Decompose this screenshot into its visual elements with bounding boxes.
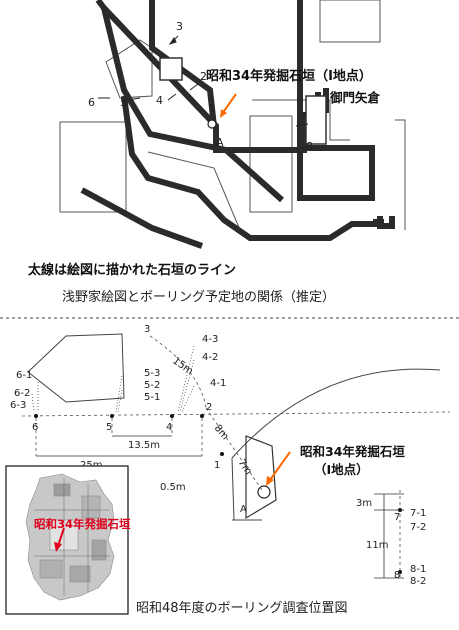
- bottom-leaders: [31, 345, 195, 413]
- top-label-7: 7: [300, 110, 307, 123]
- top-accent-arrow: [220, 93, 237, 118]
- top-label-5: 5: [120, 96, 127, 109]
- top-wall-lower: [121, 95, 384, 241]
- lbl-3: 3: [144, 324, 150, 335]
- bottom-point-A-circle: [257, 485, 271, 499]
- lbl-6: 6: [32, 422, 38, 433]
- top-caption-line2: 浅野家絵図とボーリング予定地の関係（推定）: [62, 289, 335, 305]
- bottom-outline-wall-left: [231, 457, 235, 521]
- lbl-7-1: 7-1: [410, 508, 426, 519]
- top-caption-line1: 太線は絵図に描かれた石垣のライン: [27, 262, 236, 278]
- arrow-7: [295, 123, 309, 127]
- dist-11m: 11m: [366, 540, 388, 551]
- top-label-6: 6: [88, 96, 95, 109]
- lbl-6-1: 6-1: [16, 370, 32, 381]
- lbl-4: 4: [166, 422, 172, 433]
- top-outline-rect-topright: [319, 0, 381, 43]
- inset-map: 昭和34年発掘石垣: [5, 465, 131, 615]
- lbl-7-2: 7-2: [410, 522, 426, 533]
- bottom-accent-arrow: [266, 451, 291, 486]
- pt-1: [220, 452, 224, 456]
- pt-6: [34, 414, 38, 418]
- top-outline-line-mid: [252, 99, 350, 141]
- top-label-4: 4: [156, 94, 163, 107]
- inset-plan-lines: [34, 478, 110, 596]
- bottom-outlines: [27, 333, 441, 521]
- inset-castle-plan: [25, 473, 115, 601]
- pt-5: [110, 414, 114, 418]
- arrow-3-head: [168, 37, 177, 45]
- lbl-8: 8: [394, 570, 400, 581]
- lbl-5: 5: [106, 422, 112, 433]
- dash-baseline: [21, 411, 451, 417]
- dash-curve-3-2: [149, 335, 207, 409]
- dist-13.5m: 13.5m: [128, 440, 160, 451]
- top-diagram: 3 2 1 4 5 6 7 8 A 昭和34年発掘石垣（Ⅰ地点） 御門矢倉 太線…: [27, 0, 406, 305]
- arrow-5: [127, 97, 141, 101]
- bottom-annotation-line2: （Ⅰ地点）: [314, 462, 369, 477]
- lbl-1: 1: [214, 460, 220, 471]
- top-outline-line-lower: [147, 151, 241, 231]
- lbl-5-3: 5-3: [144, 368, 160, 379]
- lbl-6-2: 6-2: [14, 388, 30, 399]
- pt-8: [398, 570, 402, 574]
- inset-red-arrow: [54, 527, 65, 552]
- top-outline-rect-left: [59, 121, 127, 213]
- top-arrows: [98, 35, 309, 151]
- top-point-labels: 3 2 1 4 5 6 7 8 A: [88, 20, 313, 153]
- lbl-8-1: 8-1: [410, 564, 426, 575]
- top-wall-upper: [95, 0, 375, 201]
- lbl-7: 7: [394, 512, 400, 523]
- arrow-4: [167, 93, 177, 101]
- top-outline-rect-mid: [249, 115, 293, 213]
- top-label-3: 3: [176, 20, 183, 33]
- lbl-4-2: 4-2: [202, 352, 218, 363]
- bottom-outline-arc: [231, 368, 441, 459]
- top-outline-line-right: [395, 119, 406, 230]
- top-label-2: 2: [200, 70, 207, 83]
- bottom-dashed-lines: [21, 335, 451, 580]
- lbl-2: 2: [206, 402, 212, 413]
- pt-7: [398, 508, 402, 512]
- lbl-8-2: 8-2: [410, 576, 426, 587]
- top-label-1: 1: [208, 102, 215, 115]
- pt-4: [170, 414, 174, 418]
- bottom-annotation-line1: 昭和34年発掘石垣: [300, 444, 405, 459]
- top-wall-corner: [377, 216, 395, 229]
- dash-line-2-A: [205, 407, 263, 491]
- lbl-6-3: 6-3: [10, 400, 26, 411]
- top-wall-bottom: [80, 187, 204, 249]
- top-annotation-excavated-wall: 昭和34年発掘石垣（Ⅰ地点）: [206, 68, 372, 84]
- top-label-8: 8: [306, 140, 313, 153]
- top-label-A: A: [216, 136, 224, 149]
- lbl-A: A: [240, 504, 247, 515]
- lbl-4-1: 4-1: [210, 378, 226, 389]
- dist-0.5m: 0.5m: [160, 482, 186, 493]
- pt-2: [200, 414, 204, 418]
- bottom-zone-A: [245, 435, 277, 520]
- top-box-gate-tower: [305, 95, 327, 145]
- top-wall-mid: [101, 7, 284, 203]
- top-point-1-circle: [207, 119, 217, 129]
- top-thick-walls: [80, 0, 395, 249]
- arrow-2: [189, 83, 199, 91]
- bottom-points: [34, 414, 402, 574]
- lbl-5-2: 5-2: [144, 380, 160, 391]
- top-thin-outlines: [59, 0, 406, 231]
- dist-3m: 3m: [356, 498, 372, 509]
- inset-label: 昭和34年発掘石垣: [34, 517, 131, 531]
- bottom-dimension-lines: [36, 435, 404, 579]
- arrow-8: [295, 145, 309, 151]
- bottom-caption: 昭和48年度のボーリング調査位置図: [136, 600, 348, 616]
- lbl-4-3: 4-3: [202, 334, 218, 345]
- bottom-diagram: 3 4-3 4-2 4-1 5-3 5-2 5-1 6-1 6-2 6-3 6 …: [5, 324, 451, 616]
- top-box-square: [159, 57, 183, 81]
- bottom-outline-pentagon: [27, 333, 125, 403]
- lbl-5-1: 5-1: [144, 392, 160, 403]
- top-annotation-gate-tower: 御門矢倉: [329, 90, 381, 105]
- bottom-point-labels: 3 4-3 4-2 4-1 5-3 5-2 5-1 6-1 6-2 6-3 6 …: [10, 324, 426, 587]
